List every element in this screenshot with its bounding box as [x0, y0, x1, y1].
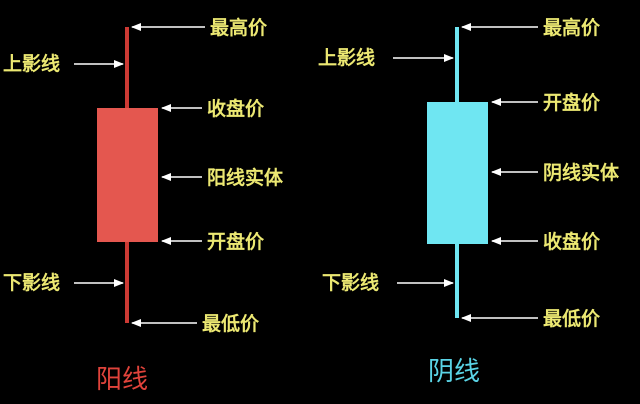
yin-open-label: 开盘价: [543, 91, 601, 114]
yin-lower-shadow-label: 下影线: [322, 271, 379, 294]
yang-high-label: 最高价: [210, 16, 268, 39]
yang-title: 阳线: [96, 365, 148, 395]
yin-low-label: 最低价: [543, 307, 601, 330]
yang-candle: 最高价 收盘价 阳线实体 开盘价 最低价 上影线 下影线 阳线: [3, 16, 284, 395]
yang-lower-shadow-label: 下影线: [3, 271, 60, 294]
yang-body: [97, 108, 158, 242]
yang-low-label: 最低价: [202, 312, 260, 335]
yang-open-label: 开盘价: [207, 230, 265, 253]
yin-body-label: 阴线实体: [543, 161, 620, 184]
yin-close-label: 收盘价: [543, 230, 601, 253]
yang-upper-shadow-label: 上影线: [3, 52, 60, 75]
yang-close-label: 收盘价: [207, 97, 265, 120]
yin-high-label: 最高价: [543, 16, 601, 39]
yin-title: 阴线: [428, 357, 480, 387]
yin-candle: 最高价 开盘价 阴线实体 收盘价 最低价 上影线 下影线 阴线: [318, 16, 620, 387]
yang-body-label: 阳线实体: [207, 166, 284, 189]
yin-body: [427, 102, 488, 244]
yin-upper-shadow-label: 上影线: [318, 46, 375, 69]
